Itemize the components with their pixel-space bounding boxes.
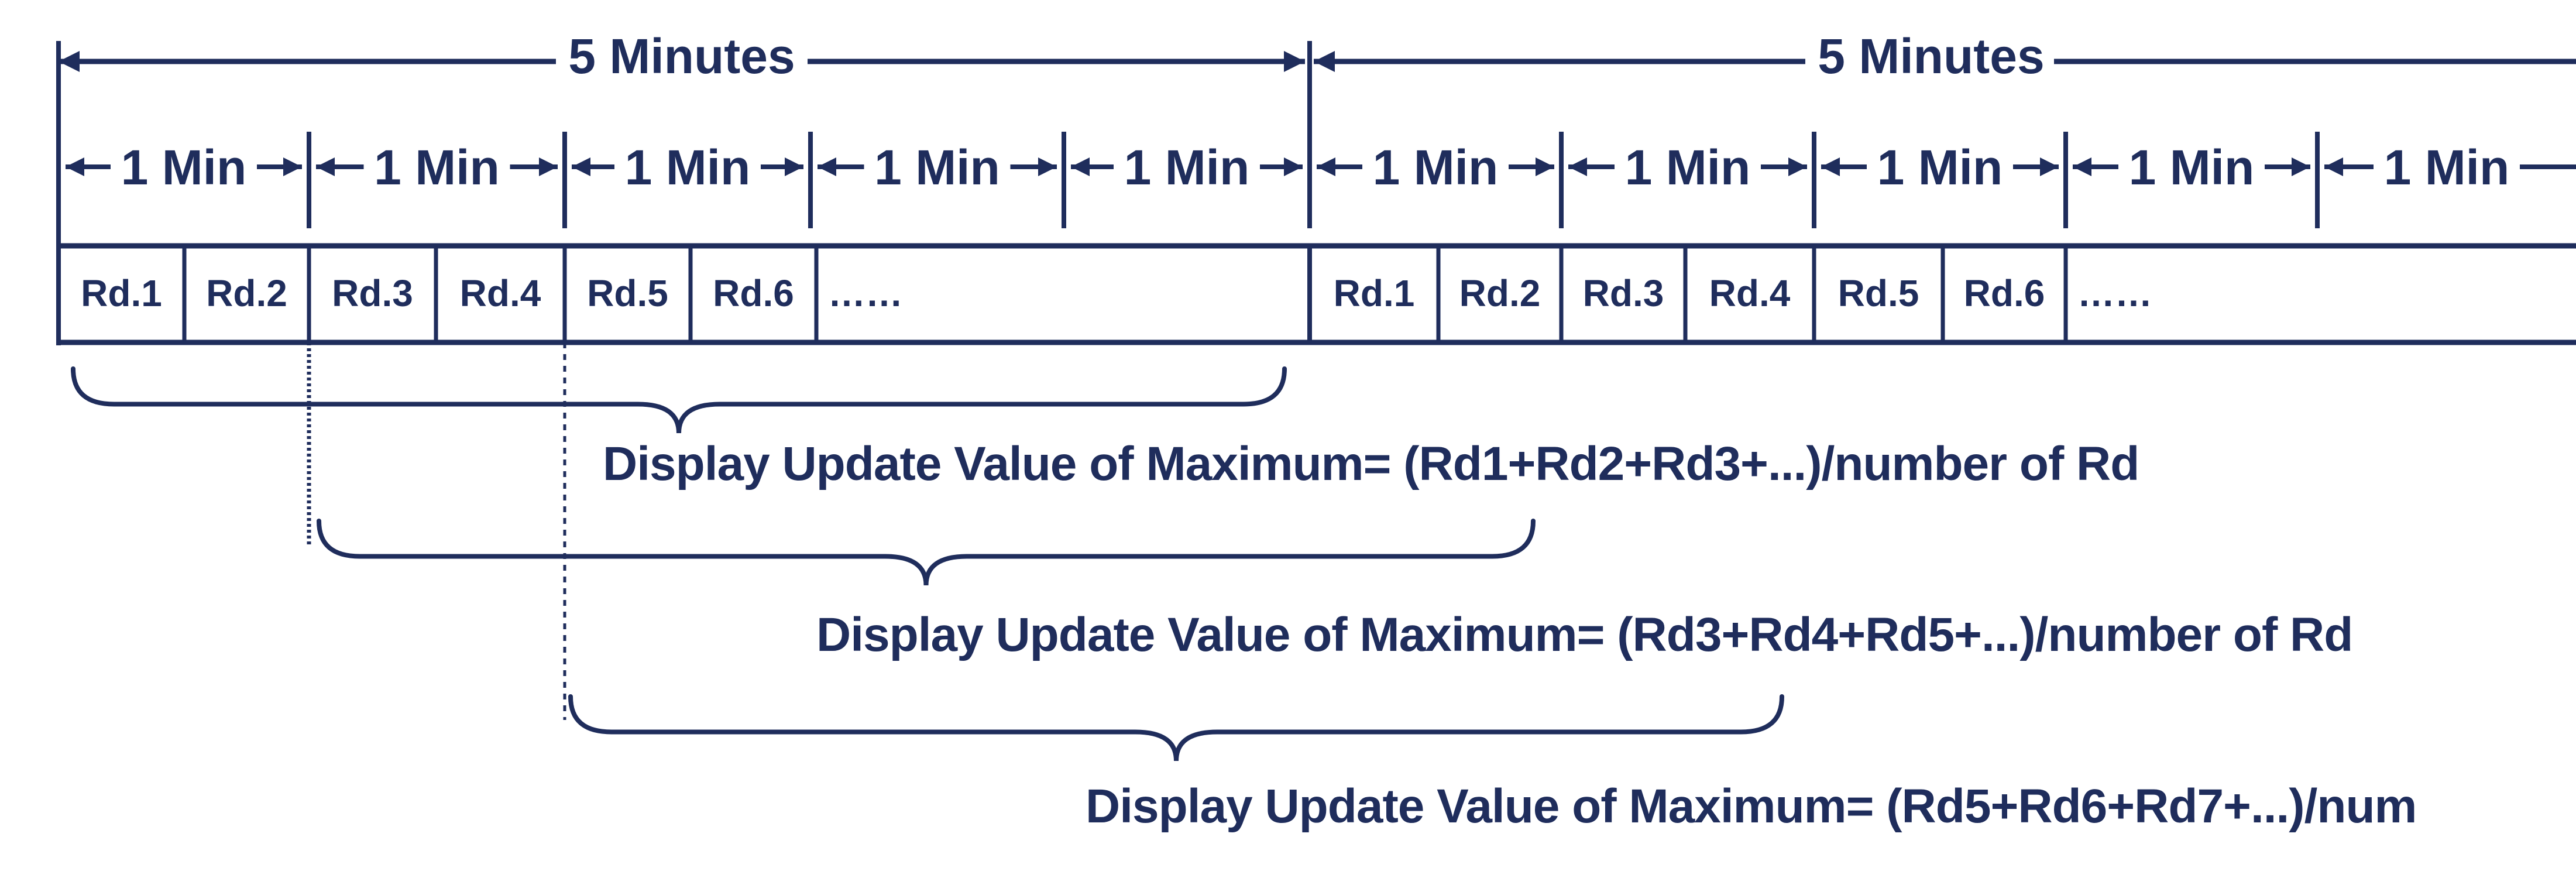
reading-cell: Rd.2 <box>1459 272 1541 314</box>
reading-cell: Rd.4 <box>1709 272 1791 314</box>
reading-cell: Rd.5 <box>587 272 668 314</box>
five-minute-span-1: 5 Minutes <box>59 29 1305 84</box>
minute-segment: 1 Min <box>1071 140 1303 195</box>
minute-segment: 1 Min <box>66 140 302 195</box>
minute-segment: 1 Min <box>1821 140 2059 195</box>
minute-label: 1 Min <box>1625 140 1751 195</box>
five-minute-label-1: 5 Minutes <box>568 29 795 84</box>
minute-segment: 1 Min <box>818 140 1057 195</box>
reading-cell: Rd.6 <box>713 272 794 314</box>
averaging-window-2-brace <box>317 519 1536 586</box>
minute-label: 1 Min <box>874 140 1000 195</box>
formula-window-1: Display Update Value of Maximum= (Rd1+Rd… <box>603 437 2139 491</box>
minute-segment: 1 Min <box>2324 140 2576 195</box>
reading-cell: Rd.6 <box>1964 272 2045 314</box>
minute-row: 1 Min 1 Min 1 Min 1 Min 1 Min 1 Min 1 Min 1 Min… <box>66 132 2576 228</box>
minute-label: 1 Min <box>121 140 247 195</box>
minute-label: 1 Min <box>2384 140 2510 195</box>
minute-label: 1 Min <box>1877 140 2003 195</box>
minute-label: 1 Min <box>374 140 500 195</box>
reading-cell: Rd.1 <box>81 272 162 314</box>
formula-window-2: Display Update Value of Maximum= (Rd3+Rd… <box>816 608 2352 661</box>
averaging-windows <box>71 366 1784 762</box>
minute-label: 1 Min <box>1373 140 1499 195</box>
averaging-window-3-brace <box>568 694 1784 762</box>
five-minute-span-2: 5 Minutes <box>1314 29 2576 84</box>
minute-segment: 1 Min <box>316 140 558 195</box>
reading-cell: Rd.5 <box>1838 272 1919 314</box>
minute-segment: 1 Min <box>2073 140 2310 195</box>
minute-label: 1 Min <box>625 140 751 195</box>
reading-cell: …… <box>2077 272 2152 314</box>
minute-segment: 1 Min <box>1568 140 1807 195</box>
reading-cells: Rd.1 Rd.2 Rd.3 Rd.4 Rd.5 Rd.6 …… Rd.1 Rd.2 Rd.3 Rd… <box>56 246 2152 342</box>
reading-cell: …… <box>828 272 903 314</box>
reading-cell: Rd.2 <box>206 272 287 314</box>
reading-cell: Rd.3 <box>332 272 413 314</box>
five-minute-label-2: 5 Minutes <box>1818 29 2044 84</box>
averaging-window-1-brace <box>71 366 1287 434</box>
reading-cell: Rd.3 <box>1583 272 1664 314</box>
reading-cell: Rd.4 <box>460 272 541 314</box>
minute-label: 1 Min <box>2129 140 2255 195</box>
formula-window-3: Display Update Value of Maximum= (Rd5+Rd… <box>1086 780 2416 833</box>
minute-segment: 1 Min <box>1317 140 1554 195</box>
reading-bar <box>59 243 2576 345</box>
minute-label: 1 Min <box>1124 140 1250 195</box>
reading-cell: Rd.1 <box>1334 272 1415 314</box>
minute-segment: 1 Min <box>572 140 803 195</box>
